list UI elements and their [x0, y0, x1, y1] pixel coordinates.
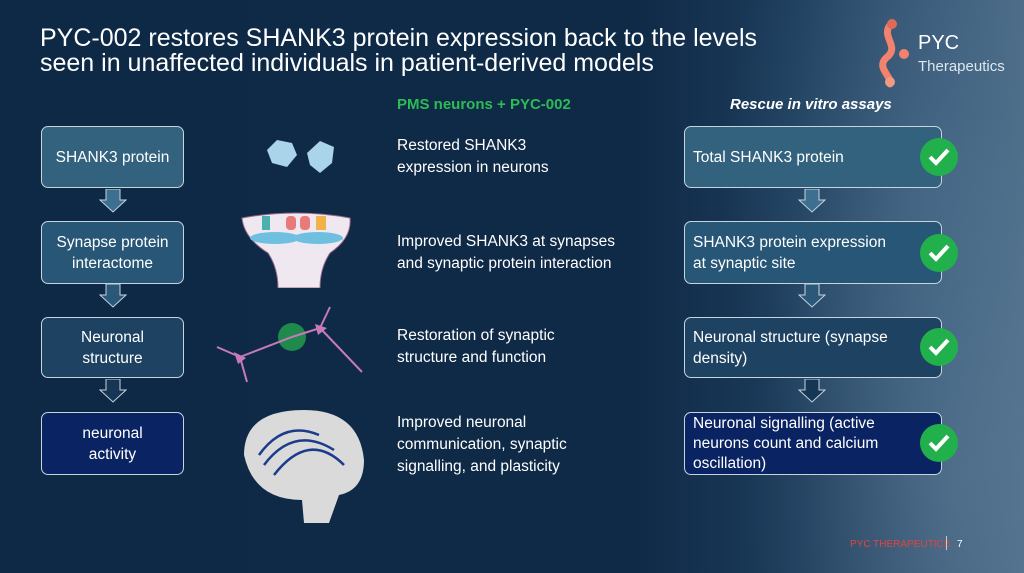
box-text: Neuronal	[81, 328, 144, 346]
title-line: seen in unaffected individuals in patien…	[40, 49, 654, 77]
box-text: at synaptic site	[693, 254, 796, 272]
box-text: activity	[88, 445, 137, 463]
box-text: SHANK3 protein expression	[693, 233, 886, 251]
right-box-synaptic-site: SHANK3 protein expression at synaptic sit…	[684, 221, 942, 284]
footer-company: PYC THERAPEUTICS	[850, 539, 951, 550]
down-arrow-icon	[798, 189, 826, 213]
down-arrow-icon	[99, 189, 127, 213]
left-box-activity: neuronal activity	[41, 412, 184, 475]
middle-text-3: Restoration of synaptic structure and fun…	[397, 325, 555, 369]
box-text: Neuronal signalling (active	[693, 414, 875, 432]
title-line: PYC-002 restores SHANK3 protein expressi…	[40, 24, 758, 52]
box-text: SHANK3 protein	[55, 148, 170, 166]
left-box-structure: Neuronal structure	[41, 317, 184, 378]
neurons-illustration-icon	[216, 306, 363, 383]
check-circle-icon	[920, 234, 958, 272]
right-box-synapse-density: Neuronal structure (synapse density)	[684, 317, 942, 378]
check-circle-icon	[920, 328, 958, 366]
down-arrow-icon	[99, 379, 127, 403]
text-line: communication, synaptic	[397, 436, 567, 453]
box-text: Total SHANK3 protein	[693, 148, 844, 166]
text-line: structure and function	[397, 349, 547, 366]
down-arrow-icon	[798, 379, 826, 403]
left-box-interactome: Synapse protein interactome	[41, 221, 184, 284]
right-box-signalling: Neuronal signalling (active neurons count…	[684, 412, 942, 475]
text-line: expression in neurons	[397, 159, 549, 176]
text-line: Improved neuronal	[397, 414, 527, 431]
brain-illustration-icon	[244, 410, 364, 523]
logo-subtitle: Therapeutics	[918, 58, 1005, 75]
logo-name: PYC	[918, 32, 960, 54]
text-line: Restoration of synaptic	[397, 327, 555, 344]
logo-mark-icon	[879, 19, 909, 88]
box-text: neuronal	[82, 424, 143, 442]
down-arrow-icon	[798, 284, 826, 308]
middle-text-1: Restored SHANK3 expression in neurons	[397, 135, 549, 179]
right-box-total-shank3: Total SHANK3 protein	[684, 126, 942, 188]
synapse-illustration-icon	[241, 212, 351, 288]
box-text: oscillation)	[693, 454, 767, 472]
protein-illustration-icon	[267, 140, 334, 173]
check-circle-icon	[920, 424, 958, 462]
text-line: signalling, and plasticity	[397, 458, 560, 475]
check-circle-icon	[920, 138, 958, 176]
middle-text-4: Improved neuronal communication, synaptic…	[397, 412, 567, 478]
box-text: neurons count and calcium	[693, 434, 879, 452]
down-arrow-icon	[99, 284, 127, 308]
company-logo: PYC Therapeutics	[868, 18, 1018, 88]
text-line: Restored SHANK3	[397, 137, 527, 154]
right-column-header: Rescue in vitro assays	[730, 96, 892, 113]
box-text: density)	[693, 349, 748, 367]
page-number: 7	[957, 539, 963, 550]
footer-divider	[946, 536, 947, 550]
text-line: and synaptic protein interaction	[397, 255, 612, 272]
background-photo	[684, 0, 1024, 573]
middle-column-header: PMS neurons + PYC-002	[397, 96, 571, 113]
left-box-shank3: SHANK3 protein	[41, 126, 184, 188]
middle-text-2: Improved SHANK3 at synapses and synaptic …	[397, 231, 615, 275]
box-text: structure	[82, 349, 143, 367]
box-text: Synapse protein	[56, 233, 169, 251]
box-text: Neuronal structure (synapse	[693, 328, 888, 346]
box-text: interactome	[72, 254, 153, 272]
text-line: Improved SHANK3 at synapses	[397, 233, 615, 250]
slide-title: PYC-002 restores SHANK3 protein expressi…	[40, 26, 860, 76]
